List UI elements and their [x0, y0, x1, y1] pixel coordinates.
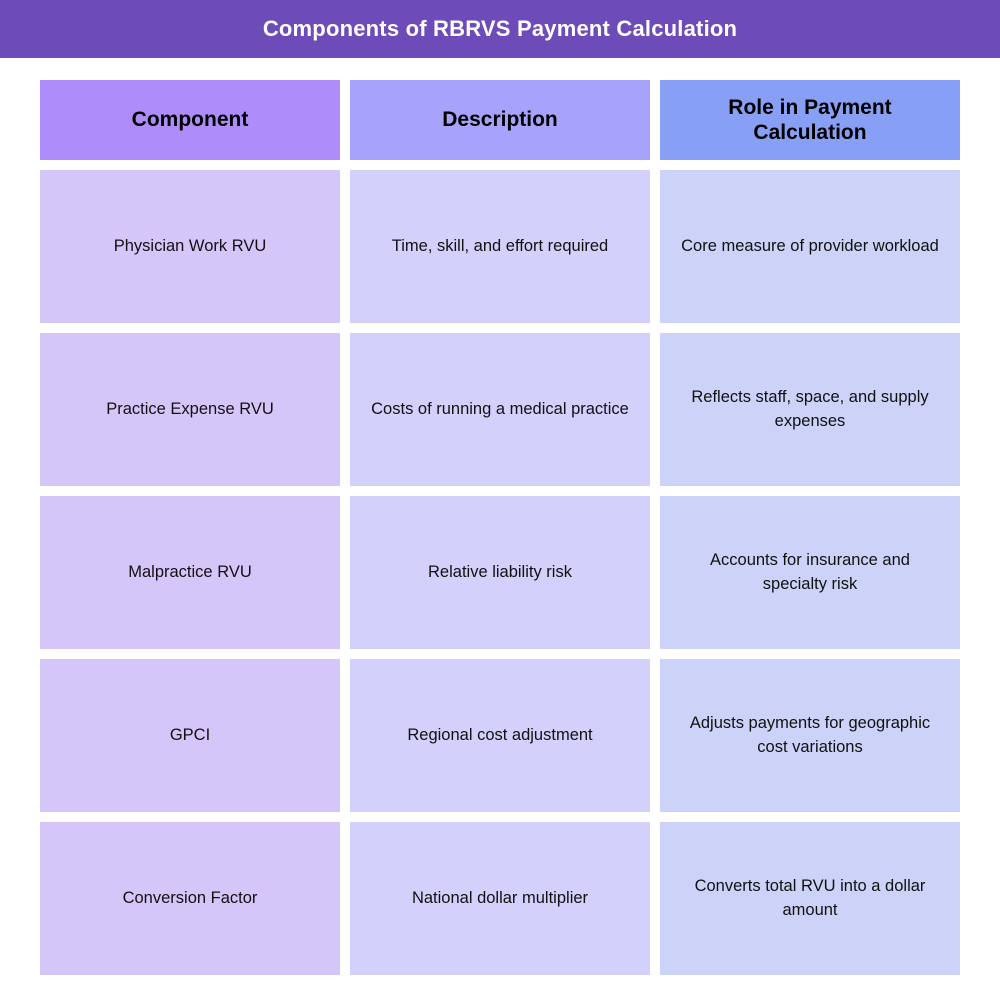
- cell-description: Time, skill, and effort required: [350, 170, 650, 323]
- column-header-description: Description: [350, 80, 650, 160]
- table-row: GPCI Regional cost adjustment Adjusts pa…: [40, 659, 960, 812]
- cell-role-text: Converts total RVU into a dollar amount: [694, 876, 926, 919]
- cell-description-text: Relative liability risk: [428, 562, 572, 581]
- cell-description-text: Time, skill, and effort required: [391, 236, 609, 255]
- cell-role-text: Core measure of provider workload: [681, 236, 939, 255]
- cell-component: Practice Expense RVU: [40, 333, 340, 486]
- cell-role: Reflects staff, space, and supply expens…: [660, 333, 960, 486]
- column-header-component-label: Component: [131, 108, 249, 132]
- cell-role: Core measure of provider workload: [660, 170, 960, 323]
- page-title: Components of RBRVS Payment Calculation: [262, 15, 738, 41]
- cell-component-text: Conversion Factor: [122, 888, 258, 907]
- cell-component-text: Physician Work RVU: [113, 236, 267, 255]
- cell-role-text: Adjusts payments for geographic cost var…: [689, 713, 931, 756]
- table-row: Physician Work RVU Time, skill, and effo…: [40, 170, 960, 323]
- cell-component: Malpractice RVU: [40, 496, 340, 649]
- table-header-row: Component Description Role in Payment Ca…: [40, 80, 960, 160]
- title-bar: Components of RBRVS Payment Calculation: [0, 0, 1000, 58]
- cell-component: Conversion Factor: [40, 822, 340, 975]
- cell-role: Adjusts payments for geographic cost var…: [660, 659, 960, 812]
- cell-component: Physician Work RVU: [40, 170, 340, 323]
- table-row: Practice Expense RVU Costs of running a …: [40, 333, 960, 486]
- column-header-role-label: Role in Payment Calculation: [728, 95, 892, 144]
- cell-component: GPCI: [40, 659, 340, 812]
- table-row: Conversion Factor National dollar multip…: [40, 822, 960, 975]
- column-header-description-label: Description: [442, 108, 558, 132]
- cell-component-text: GPCI: [169, 725, 211, 744]
- table-row: Malpractice RVU Relative liability risk …: [40, 496, 960, 649]
- column-header-component: Component: [40, 80, 340, 160]
- cell-description: Regional cost adjustment: [350, 659, 650, 812]
- cell-component-text: Malpractice RVU: [128, 562, 252, 581]
- cell-description-text: Regional cost adjustment: [407, 725, 593, 744]
- table-container: Component Description Role in Payment Ca…: [0, 58, 1000, 993]
- cell-description-text: Costs of running a medical practice: [371, 399, 629, 418]
- cell-role: Accounts for insurance and specialty ris…: [660, 496, 960, 649]
- cell-description: Costs of running a medical practice: [350, 333, 650, 486]
- cell-description: Relative liability risk: [350, 496, 650, 649]
- cell-role-text: Reflects staff, space, and supply expens…: [691, 387, 929, 430]
- cell-role: Converts total RVU into a dollar amount: [660, 822, 960, 975]
- cell-description-text: National dollar multiplier: [411, 888, 589, 907]
- components-table: Component Description Role in Payment Ca…: [40, 80, 960, 975]
- cell-description: National dollar multiplier: [350, 822, 650, 975]
- column-header-role: Role in Payment Calculation: [660, 80, 960, 160]
- cell-component-text: Practice Expense RVU: [106, 399, 274, 418]
- cell-role-text: Accounts for insurance and specialty ris…: [710, 550, 910, 593]
